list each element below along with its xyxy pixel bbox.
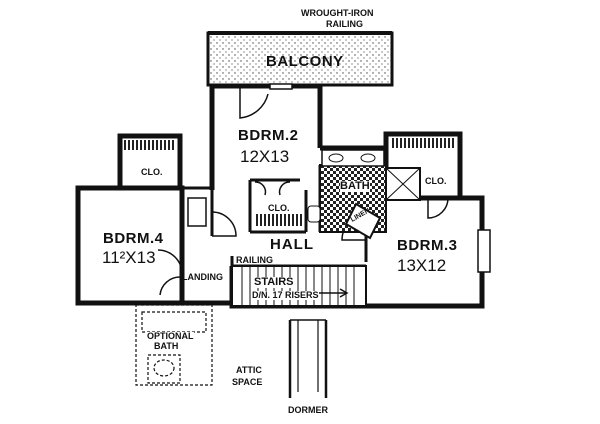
optional-bath xyxy=(135,304,213,386)
railing-label-2: RAILING xyxy=(326,19,363,29)
hall-closet-shelf xyxy=(254,214,302,226)
bdrm4-label: BDRM.4 xyxy=(103,230,164,247)
bdrm3-closet-label: CLO. xyxy=(425,176,447,186)
bdrm2-label: BDRM.2 xyxy=(238,127,299,144)
bdrm3-label: BDRM.3 xyxy=(397,237,458,254)
dormer xyxy=(288,319,328,398)
bdrm3-closet-shelf xyxy=(390,138,456,148)
landing-label: LANDING xyxy=(182,272,223,282)
bath-label: BATH xyxy=(340,180,370,192)
attic-space-label: SPACE xyxy=(232,377,263,387)
attic-label: ATTIC xyxy=(236,365,262,375)
railing-label: WROUGHT-IRON xyxy=(301,8,374,18)
bathroom xyxy=(307,149,421,240)
hall-label: HALL xyxy=(270,236,314,253)
stairs-railing-label: RAILING xyxy=(236,255,273,265)
bdrm2-dim: 12X13 xyxy=(240,147,290,166)
bdrm4-dim: 11²X13 xyxy=(102,248,156,267)
bdrm4-closet-shelf xyxy=(124,140,176,150)
dormer-label: DORMER xyxy=(288,405,328,415)
bdrm3-dim: 13X12 xyxy=(397,256,447,275)
stairs xyxy=(231,265,367,307)
bdrm4-closet-label: CLO. xyxy=(141,167,163,177)
optional-bath-label: BATH xyxy=(154,341,179,351)
windows xyxy=(187,83,491,273)
balcony-label: BALCONY xyxy=(266,53,344,70)
risers-label: D/N. 17 RISERS xyxy=(252,290,319,300)
hall-closet-label: CLO. xyxy=(268,203,290,213)
optional-label: OPTIONAL xyxy=(147,331,194,341)
balcony xyxy=(206,31,394,87)
stairs-label: STAIRS xyxy=(254,276,294,288)
